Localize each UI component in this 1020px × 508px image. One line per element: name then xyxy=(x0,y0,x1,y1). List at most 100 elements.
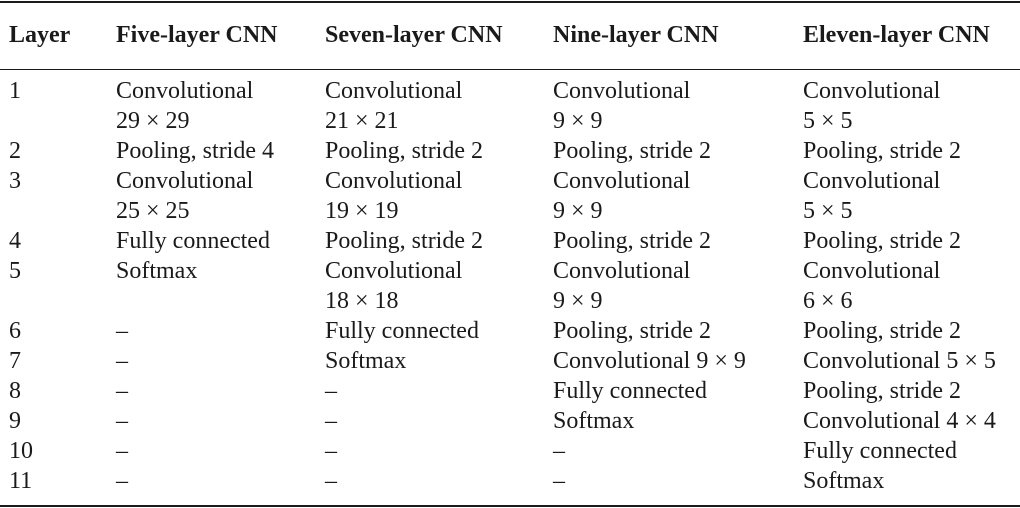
cell-text-line: Convolutional 4 × 4 xyxy=(803,408,996,434)
five-layer-cell: Pooling, stride 4 xyxy=(107,136,316,166)
cell-text-line: Pooling, stride 2 xyxy=(803,378,962,404)
cell-text-line: Pooling, stride 2 xyxy=(553,228,712,254)
cell-text-line: 6 × 6 xyxy=(803,288,853,314)
header-eleven-layer-cnn: Eleven-layer CNN xyxy=(803,22,990,48)
eleven-layer-cell: Pooling, stride 2 xyxy=(794,136,1020,166)
layer-number-cell: 11 xyxy=(9,468,33,494)
table-row: 10–––Fully connected xyxy=(0,436,1020,466)
cell-text-line: Pooling, stride 2 xyxy=(325,138,484,164)
cell-text-line: 18 × 18 xyxy=(325,288,399,314)
cell-text-line: Convolutional xyxy=(803,78,941,104)
eleven-layer-cell: Fully connected xyxy=(794,436,1020,466)
table-top-rule xyxy=(0,1,1020,3)
cell-text-line: Convolutional xyxy=(553,258,691,284)
five-layer-cell: Fully connected xyxy=(107,226,316,256)
eleven-layer-cell: Convolutional 5 × 5 xyxy=(794,346,1020,376)
nine-layer-cell: Softmax xyxy=(544,406,794,436)
cell-text-line: Convolutional xyxy=(325,168,463,194)
eleven-layer-cell: Softmax xyxy=(794,466,1020,508)
cell-text-line: – xyxy=(116,348,128,374)
cell-text-line: – xyxy=(116,408,128,434)
cell-text-line: 25 × 25 xyxy=(116,198,190,224)
cell-text-line: Softmax xyxy=(803,468,885,494)
cell-text-line: 9 × 9 xyxy=(553,288,603,314)
cell-text-line: – xyxy=(325,408,337,434)
five-layer-cell: – xyxy=(107,466,316,508)
seven-layer-cell: Pooling, stride 2 xyxy=(316,136,544,166)
cell-text-line: Fully connected xyxy=(325,318,479,344)
table-row: 6 –Fully connected Pooling, stride 2 Poolin… xyxy=(0,316,1020,346)
header-layer: Layer xyxy=(9,22,71,48)
nine-layer-cell: – xyxy=(544,466,794,508)
cell-text-line: Convolutional xyxy=(553,168,691,194)
layer-number-cell: 1 xyxy=(9,78,21,104)
cell-text-line: Pooling, stride 2 xyxy=(553,318,712,344)
seven-layer-cell: Convolutional 19 × 19 xyxy=(316,166,544,226)
nine-layer-cell: – xyxy=(544,436,794,466)
table-row: 11–––Softmax xyxy=(0,466,1020,508)
nine-layer-cell: Convolutional 9 × 9 xyxy=(544,256,794,316)
nine-layer-cell: Pooling, stride 2 xyxy=(544,316,794,346)
cell-text-line: Pooling, stride 2 xyxy=(803,318,962,344)
eleven-layer-cell: Pooling, stride 2 xyxy=(794,316,1020,346)
layer-number-cell: 3 xyxy=(9,168,21,194)
five-layer-cell: – xyxy=(107,376,316,406)
cell-text-line: Convolutional xyxy=(803,168,941,194)
seven-layer-cell: Convolutional 18 × 18 xyxy=(316,256,544,316)
cell-text-line: 21 × 21 xyxy=(325,108,399,134)
cell-text-line: Fully connected xyxy=(553,378,707,404)
eleven-layer-cell: Convolutional 5 × 5 xyxy=(794,70,1020,136)
cell-text-line: 9 × 9 xyxy=(553,198,603,224)
cell-text-line: – xyxy=(116,438,128,464)
header-nine-layer-cnn: Nine-layer CNN xyxy=(553,22,719,48)
cell-text-line: 29 × 29 xyxy=(116,108,190,134)
cell-text-line: – xyxy=(553,468,565,494)
table-header-rule xyxy=(0,69,1020,70)
nine-layer-cell: Convolutional 9 × 9 xyxy=(544,346,794,376)
eleven-layer-cell: Pooling, stride 2 xyxy=(794,226,1020,256)
header-seven-layer-cnn: Seven-layer CNN xyxy=(325,22,503,48)
cell-text-line: – xyxy=(325,378,337,404)
five-layer-cell: – xyxy=(107,316,316,346)
cell-text-line: – xyxy=(325,468,337,494)
seven-layer-cell: – xyxy=(316,436,544,466)
layer-number-cell: 6 xyxy=(9,318,21,344)
layer-number-cell: 2 xyxy=(9,138,21,164)
cell-text-line: Convolutional xyxy=(116,78,254,104)
seven-layer-cell: Fully connected xyxy=(316,316,544,346)
eleven-layer-cell: Convolutional 5 × 5 xyxy=(794,166,1020,226)
cell-text-line: Softmax xyxy=(553,408,635,434)
nine-layer-cell: Convolutional 9 × 9 xyxy=(544,166,794,226)
eleven-layer-cell: Convolutional 4 × 4 xyxy=(794,406,1020,436)
five-layer-cell: – xyxy=(107,346,316,376)
nine-layer-cell: Pooling, stride 2 xyxy=(544,226,794,256)
cell-text-line: Convolutional xyxy=(325,258,463,284)
cell-text-line: 5 × 5 xyxy=(803,108,853,134)
layer-number-cell: 7 xyxy=(9,348,21,374)
cell-text-line: – xyxy=(116,378,128,404)
cell-text-line: Pooling, stride 2 xyxy=(553,138,712,164)
cell-text-line: Pooling, stride 2 xyxy=(803,228,962,254)
header-row: Layer Five-layer CNN Seven-layer CNN Nin… xyxy=(0,0,1020,70)
five-layer-cell: Softmax xyxy=(107,256,316,316)
cell-text-line: Fully connected xyxy=(803,438,957,464)
cell-text-line: 19 × 19 xyxy=(325,198,399,224)
seven-layer-cell: Softmax xyxy=(316,346,544,376)
cell-text-line: Softmax xyxy=(116,258,198,284)
seven-layer-cell: – xyxy=(316,406,544,436)
cell-text-line: Fully connected xyxy=(116,228,270,254)
cell-text-line: – xyxy=(325,438,337,464)
cell-text-line: 5 × 5 xyxy=(803,198,853,224)
